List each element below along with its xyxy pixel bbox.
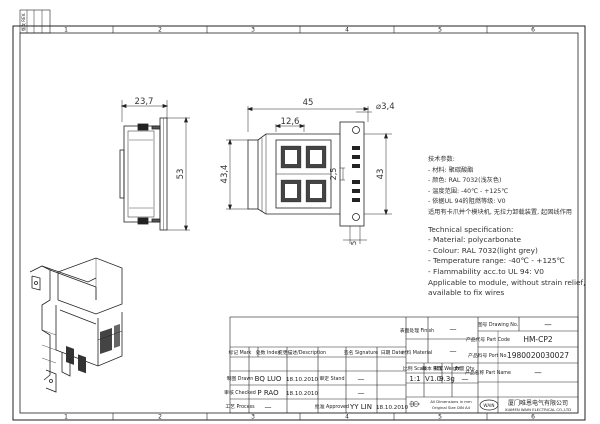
checked-date: 18.10.2010 xyxy=(286,391,318,397)
part-name-value: — xyxy=(534,368,542,377)
rev-label: 版本 REV. xyxy=(422,365,444,372)
front-dim-height-right: 43 xyxy=(376,169,386,180)
rev-value: V1.0 xyxy=(425,375,441,383)
checked-name: P RAO xyxy=(257,389,279,397)
scale-label: 比例 Scale xyxy=(403,365,427,372)
zone-top-3: 3 xyxy=(251,27,255,34)
part-code-label: 产品代号 Part Code xyxy=(466,336,510,343)
zone-top-6: 6 xyxy=(531,27,535,34)
revision-corner-label: 版次 REV. xyxy=(20,13,26,31)
front-dim-width: 45 xyxy=(303,98,314,108)
qty-value: — xyxy=(462,375,469,383)
weight-label: 重量 Weight xyxy=(433,365,461,372)
front-dim-pitch: 12,6 xyxy=(281,117,300,127)
outer-border xyxy=(12,25,586,421)
zone-bottom-4: 4 xyxy=(345,414,349,421)
side-dim-height: 53 xyxy=(176,169,186,180)
specs-en-line: - Flammability acc.to UL 94: V0 xyxy=(428,266,544,276)
row-approved-label: 批准 Approved xyxy=(315,403,349,410)
part-no-label: 产品料号 Port No. xyxy=(468,352,508,359)
zone-bottom-2: 2 xyxy=(158,414,162,421)
zone-bottom-5: 5 xyxy=(438,414,442,421)
col-signature: 签名 Signature xyxy=(344,349,378,356)
weight-value: 9.3g xyxy=(439,375,455,383)
part-code-value: HM-CP2 xyxy=(523,335,553,344)
company-name-cn: 厦门唯恩电气有限公司 xyxy=(508,399,568,407)
specs-en-line: - Colour: RAL 7032(light grey) xyxy=(428,245,538,255)
zone-top-1: 1 xyxy=(64,27,68,34)
scale-value: 1:1 xyxy=(409,375,420,383)
specs-cn-line: - 材料: 聚碳酸酯 xyxy=(428,166,474,174)
specs-en-block: Technical specification: - Material: pol… xyxy=(428,225,596,299)
row-role-checked: 审核 Checked xyxy=(224,389,256,396)
drawing-no-label: 图号 Drawing No. xyxy=(478,322,519,328)
technical-specs: 技术参数: - 材料: 聚碳酸酯 - 颜色: RAL 7032(浅灰色) - 温… xyxy=(428,155,596,299)
specs-en-line: - Material: polycarbonate xyxy=(428,235,522,245)
company-name-en: XIAMEN WAIN ELECTRICAL CO.,LTD xyxy=(505,407,571,412)
row-standard-label: 审定 Stand xyxy=(319,375,344,382)
tolerance-note-1: All Dimensions in mm xyxy=(430,399,472,404)
zone-bottom-6: 6 xyxy=(531,414,535,421)
isometric-view xyxy=(29,257,123,393)
drawn-date: 18.10.2010 xyxy=(286,377,318,383)
approved-name: YY LIN xyxy=(349,403,372,411)
specs-en-line: - Temperature range: -40℃ - +125℃ xyxy=(428,256,565,266)
col-date: 日期 Date xyxy=(381,350,404,356)
approved-date: 18.10.2010 xyxy=(376,405,408,411)
material-value: — xyxy=(450,347,457,355)
specs-cn-line: - 依据UL 94的阻燃等级: V0 xyxy=(428,198,506,206)
specs-cn-line: - 颜色: RAL 7032(浅灰色) xyxy=(428,177,502,185)
finish-value: — xyxy=(450,325,457,333)
specs-en-title: Technical specification: xyxy=(428,224,514,234)
drawn-name: BQ LUO xyxy=(255,375,282,383)
zone-top-4: 4 xyxy=(345,27,349,34)
company-logo: WAIN xyxy=(479,399,499,411)
side-view xyxy=(119,100,190,232)
zone-top-5: 5 xyxy=(438,27,442,34)
finish-label: 表面处理 Finish xyxy=(400,327,434,334)
specs-cn-title: 技术参数: xyxy=(428,156,455,163)
process-name: — xyxy=(265,403,272,411)
material-label: 材料 Material xyxy=(402,349,433,356)
col-index: 处数 Index xyxy=(256,349,280,356)
checked-std-value: — xyxy=(358,389,365,397)
drawing-no-value: — xyxy=(544,320,552,329)
specs-en-line: available to fix wires xyxy=(428,288,505,298)
specs-cn-line: 适用有卡爪并个模块机, 无拉力卸载装置, 起固线作用 xyxy=(428,208,572,216)
projection-symbol xyxy=(409,400,420,408)
standard-value: — xyxy=(358,375,365,383)
col-description: 变更描述/Description xyxy=(278,349,326,356)
front-dim-height-left: 43,4 xyxy=(220,165,230,184)
front-dim-hole: ⌀3,4 xyxy=(376,102,395,112)
front-dim-edge: 5 xyxy=(350,241,358,245)
part-no-value: 1980020030027 xyxy=(507,351,569,360)
zone-top-2: 2 xyxy=(158,27,162,34)
qty-label: 数量 Qty. xyxy=(455,365,475,372)
logo-text: WAIN xyxy=(483,403,494,408)
row-role-drawn: 制图 Drawn xyxy=(227,375,254,382)
part-name-label: 产品名称 Part Name xyxy=(465,369,511,376)
zone-bottom-3: 3 xyxy=(251,414,255,421)
row-role-process: 工艺 Process xyxy=(225,404,255,410)
front-dim-slot: 2,5 xyxy=(329,168,338,181)
front-view xyxy=(226,106,392,244)
tolerance-note-2: Original Size DIN A4 xyxy=(432,405,471,410)
col-mark: 标记 Mark xyxy=(229,349,252,356)
specs-cn-line: - 温度范围: -40℃ - +125℃ xyxy=(428,187,509,195)
specs-en-line: Applicable to module, without strain rel… xyxy=(428,277,586,287)
zone-bottom-1: 1 xyxy=(64,414,68,421)
side-dim-width: 23,7 xyxy=(135,97,154,107)
title-block-lines xyxy=(229,316,579,414)
